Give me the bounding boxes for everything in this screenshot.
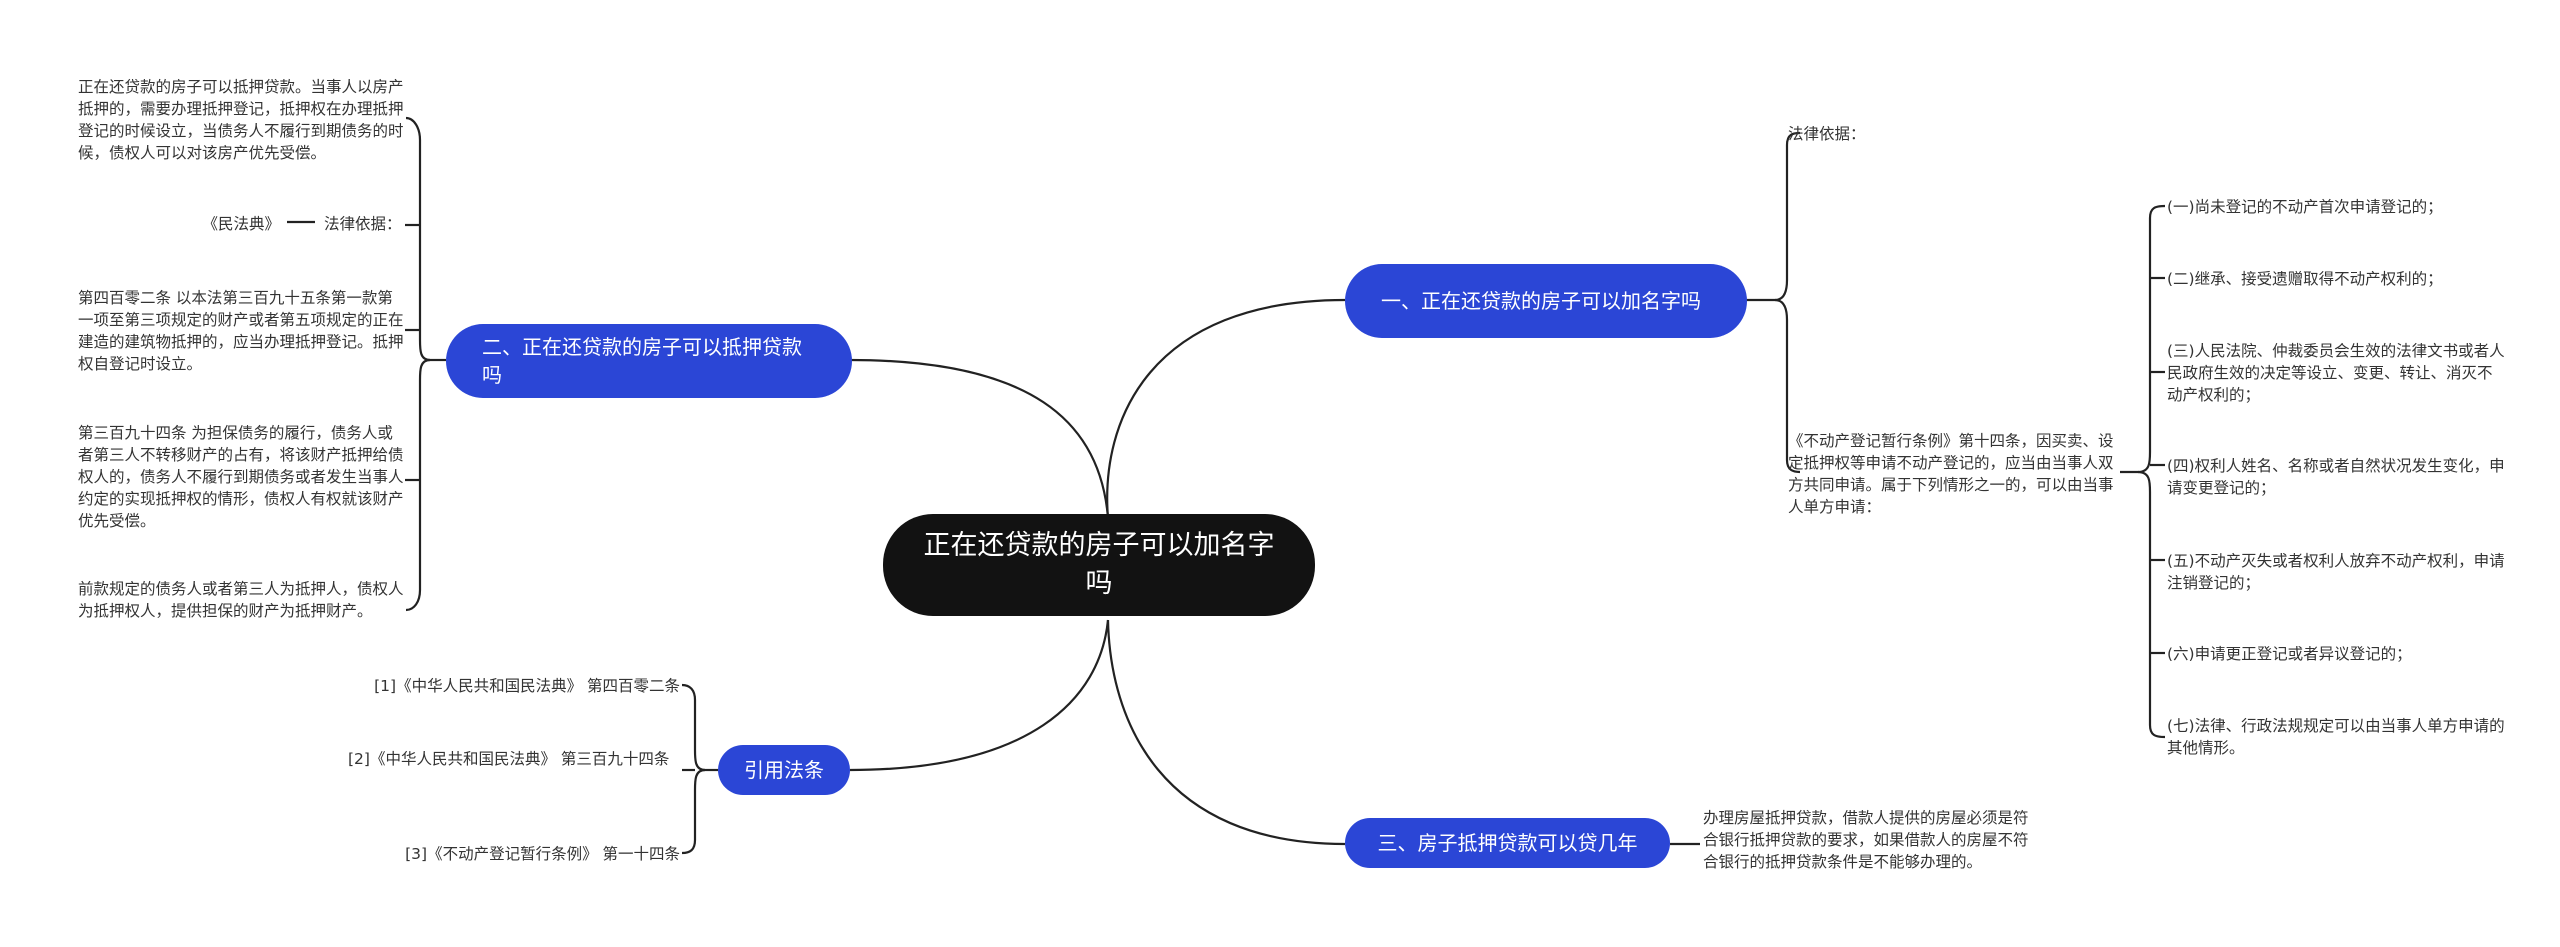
ref-2: [2]《中华人民共和国民法典》 第三百九十四条 <box>348 750 670 768</box>
b3-answer: 办理房屋抵押贷款，借款人提供的房屋必须是符合银行抵押贷款的要求，如果借款人的房屋… <box>1703 809 2029 871</box>
b1-case-7: (七)法律、行政法规规定可以由当事人单方申请的其他情形。 <box>2167 717 2505 757</box>
topic-b1-label: 一、正在还贷款的房子可以加名字吗 <box>1381 289 1701 313</box>
b1-case-4: (四)权利人姓名、名称或者自然状况发生变化，申请变更登记的； <box>2167 457 2505 497</box>
b1-case-5: (五)不动产灭失或者权利人放弃不动产权利，申请注销登记的； <box>2167 552 2505 592</box>
bracket-cases-down <box>2137 470 2166 739</box>
topic-b1[interactable]: 一、正在还贷款的房子可以加名字吗 <box>1345 264 1747 338</box>
bracket-b2-up <box>405 116 431 362</box>
b1-case-3: (三)人民法院、仲裁委员会生效的法律文书或者人民政府生效的决定等设立、变更、转让… <box>2167 342 2505 404</box>
topic-refs-label: 引用法条 <box>744 758 824 782</box>
bracket-b1 <box>1774 131 1801 302</box>
b2-art394b: 前款规定的债务人或者第三人为抵押人，债权人为抵押权人，提供担保的财产为抵押财产。 <box>78 580 404 620</box>
b2-law-source: 《民法典》 <box>202 215 280 233</box>
b2-answer: 正在还贷款的房子可以抵押贷款。当事人以房产抵押的，需要办理抵押登记，抵押权在办理… <box>78 78 404 162</box>
b1-case-6: (六)申请更正登记或者异议登记的； <box>2167 645 2412 663</box>
topic-refs[interactable]: 引用法条 <box>718 745 850 795</box>
b1-article: 《不动产登记暂行条例》第十四条，因买卖、设定抵押权等申请不动产登记的，应当由当事… <box>1788 432 2114 516</box>
root-title: 正在还贷款的房子可以加名字吗 <box>923 530 1275 599</box>
topic-b2-label: 二、正在还贷款的房子可以抵押贷款吗 <box>482 335 802 387</box>
bracket-cases-up <box>2137 204 2166 474</box>
b2-art394: 第三百九十四条 为担保债务的履行，债务人或者第三人不转移财产的占有，将该财产抵押… <box>78 424 404 530</box>
b1-case-2: (二)继承、接受遗赠取得不动产权利的； <box>2167 270 2443 288</box>
connector-root-b2 <box>849 358 1110 519</box>
topic-b3-label: 三、房子抵押贷款可以贷几年 <box>1377 831 1638 855</box>
bracket-b1-lower <box>1774 298 1801 474</box>
b2-art402: 第四百零二条 以本法第三百九十五条第一款第一项至第三项规定的财产或者第五项规定的… <box>78 289 404 373</box>
bracket-refs-down <box>681 768 706 855</box>
root-topic[interactable]: 正在还贷款的房子可以加名字吗 <box>883 514 1315 616</box>
b1-law-basis: 法律依据： <box>1788 125 1866 143</box>
b2-law-basis: 法律依据： <box>324 215 402 233</box>
bracket-b2-down <box>405 358 431 612</box>
topic-b3[interactable]: 三、房子抵押贷款可以贷几年 <box>1345 818 1670 868</box>
b1-case-1: (一)尚未登记的不动产首次申请登记的； <box>2167 198 2443 216</box>
connector-root-b1 <box>1106 298 1346 519</box>
connector-root-refs <box>849 619 1110 772</box>
bracket-refs-up <box>681 683 706 772</box>
connector-root-b3 <box>1106 619 1346 846</box>
topic-b2[interactable]: 二、正在还贷款的房子可以抵押贷款吗 <box>446 324 852 398</box>
ref-1: [1]《中华人民共和国民法典》 第四百零二条 <box>374 677 680 695</box>
ref-3: [3]《不动产登记暂行条例》 第一十四条 <box>405 845 680 863</box>
